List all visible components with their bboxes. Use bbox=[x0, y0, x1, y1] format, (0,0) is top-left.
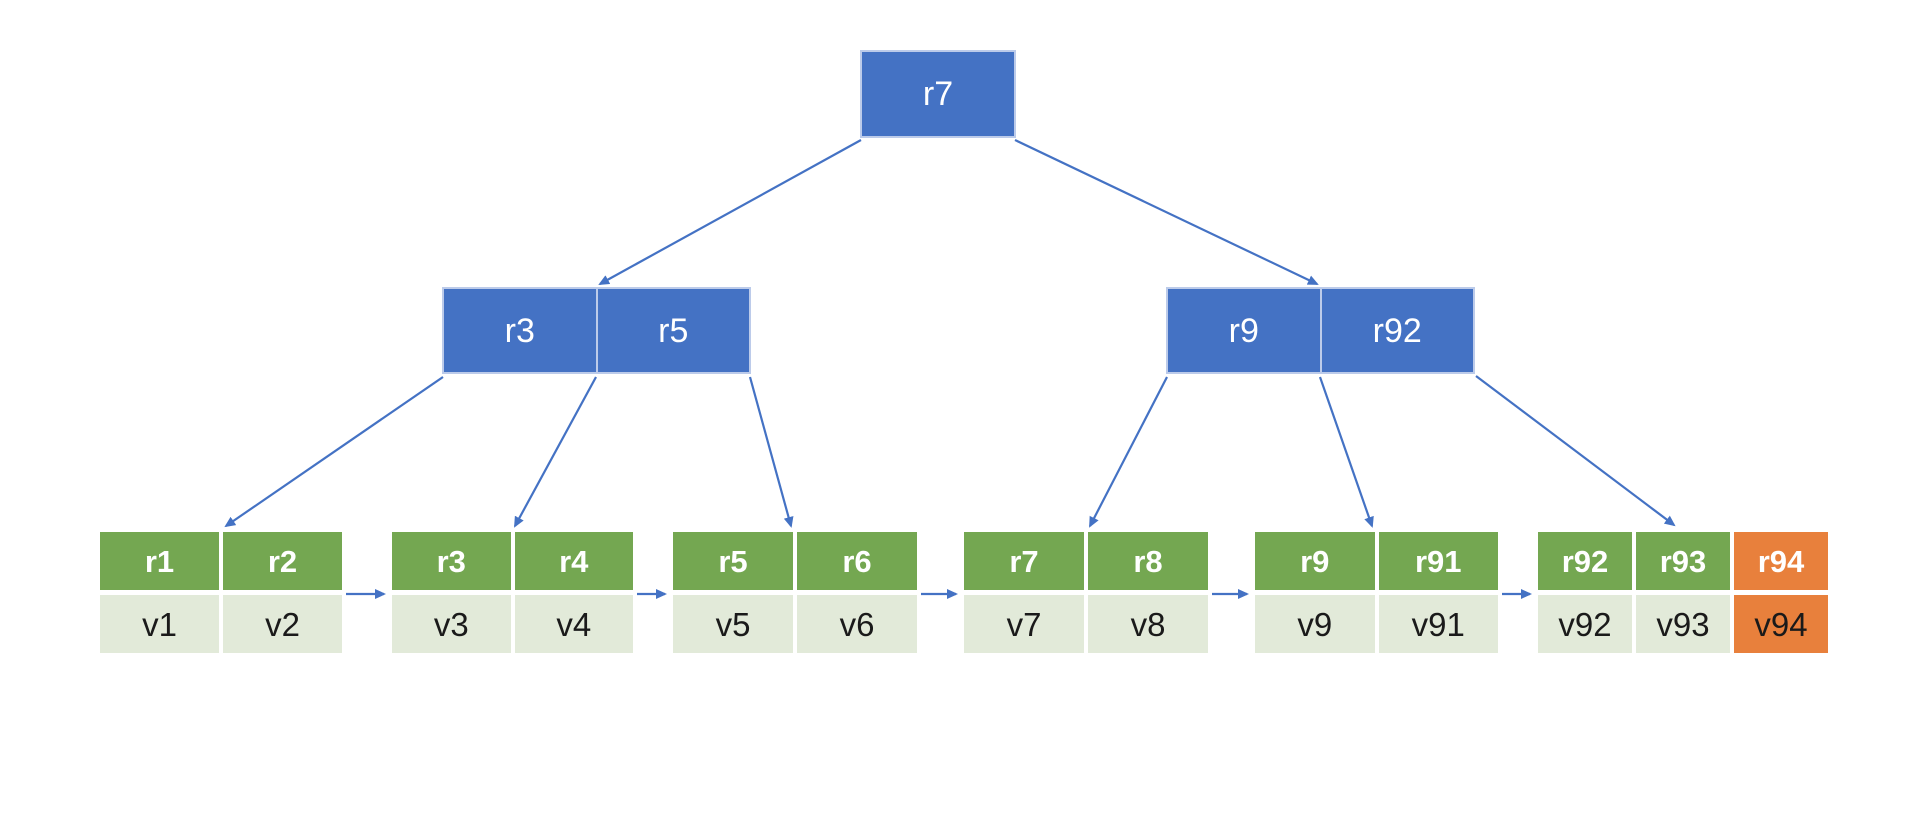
leaf-value-cell: v92 bbox=[1538, 595, 1632, 653]
leaf-node-2: r3 r4 v3 v4 bbox=[392, 532, 633, 653]
leaf-value-label: v91 bbox=[1411, 605, 1465, 643]
leaf-value-cell: v7 bbox=[964, 595, 1084, 653]
edge-internal-right-to-leaf-5 bbox=[1318, 376, 1374, 528]
leaf-key-cell-highlighted: r94 bbox=[1734, 532, 1828, 590]
leaf-key-cell: r1 bbox=[100, 532, 219, 590]
edge-internal-right-to-leaf-6 bbox=[1475, 375, 1676, 527]
leaf-value-label: v2 bbox=[265, 605, 300, 643]
edge-internal-left-to-leaf-3 bbox=[748, 376, 794, 528]
leaf-value-cell: v1 bbox=[100, 595, 219, 653]
leaf-key-label: r4 bbox=[559, 543, 589, 579]
leaf-value-label: v5 bbox=[715, 605, 751, 643]
leaf-node-6: r92 r93 r94 v92 v93 v94 bbox=[1538, 532, 1828, 653]
leaf-key-cell: r6 bbox=[797, 532, 917, 590]
leaf-value-cell: v4 bbox=[514, 595, 633, 653]
leaf-key-label: r93 bbox=[1659, 543, 1707, 579]
internal-key-label: r5 bbox=[658, 311, 689, 350]
leaf-node-3: r5 r6 v5 v6 bbox=[673, 532, 917, 653]
leaf-value-cell: v93 bbox=[1636, 595, 1730, 653]
edge-root-to-internal-right bbox=[1014, 139, 1319, 285]
leaf-value-label: v92 bbox=[1558, 605, 1612, 643]
leaf-key-cell: r92 bbox=[1538, 532, 1632, 590]
leaf-key-label: r3 bbox=[436, 543, 466, 579]
edge-internal-right-to-leaf-4 bbox=[1089, 376, 1168, 528]
root-node: r7 bbox=[860, 50, 1016, 138]
leaf-value-cell: v6 bbox=[797, 595, 917, 653]
internal-node-left: r3 r5 bbox=[442, 287, 751, 374]
internal-key-label: r9 bbox=[1228, 311, 1259, 350]
leaf-key-label: r9 bbox=[1300, 543, 1330, 579]
internal-key-cell: r5 bbox=[595, 289, 750, 372]
edge-internal-left-to-leaf-1 bbox=[224, 376, 444, 528]
leaf-value-cell: v5 bbox=[673, 595, 793, 653]
leaf-value-cell: v8 bbox=[1088, 595, 1208, 653]
leaf-key-cell: r9 bbox=[1255, 532, 1375, 590]
leaf-value-cell: v91 bbox=[1378, 595, 1498, 653]
leaf-node-4: r7 r8 v7 v8 bbox=[964, 532, 1208, 653]
leaf-value-label: v4 bbox=[556, 605, 592, 643]
leaf-key-cell: r8 bbox=[1088, 532, 1208, 590]
leaf-key-cell: r4 bbox=[514, 532, 633, 590]
leaf-value-label: v3 bbox=[433, 605, 469, 643]
leaf-key-label: r7 bbox=[1009, 543, 1039, 579]
leaf-key-label: r8 bbox=[1133, 543, 1163, 579]
leaf-key-label: r6 bbox=[842, 543, 872, 579]
edge-root-to-internal-left bbox=[598, 139, 862, 285]
leaf-value-label: v94 bbox=[1754, 605, 1808, 643]
internal-key-label: r92 bbox=[1372, 311, 1422, 350]
leaf-key-label: r5 bbox=[718, 543, 748, 579]
leaf-key-label: r94 bbox=[1757, 543, 1805, 579]
internal-key-label: r3 bbox=[504, 311, 535, 350]
root-key-label: r7 bbox=[922, 75, 954, 113]
leaf-key-cell: r2 bbox=[223, 532, 342, 590]
leaf-value-cell: v9 bbox=[1255, 595, 1375, 653]
leaf-value-label: v1 bbox=[142, 605, 177, 643]
internal-key-cell: r9 bbox=[1168, 289, 1320, 372]
leaf-value-label: v93 bbox=[1656, 605, 1710, 643]
leaf-value-label: v7 bbox=[1006, 605, 1042, 643]
internal-key-cell: r92 bbox=[1319, 289, 1474, 372]
internal-node-right: r9 r92 bbox=[1166, 287, 1475, 374]
leaf-node-5: r9 r91 v9 v91 bbox=[1255, 532, 1498, 653]
internal-key-cell: r3 bbox=[444, 289, 596, 372]
leaf-key-label: r92 bbox=[1561, 543, 1609, 579]
leaf-value-cell: v3 bbox=[392, 595, 511, 653]
leaf-node-1: r1 r2 v1 v2 bbox=[100, 532, 342, 653]
leaf-key-label: r91 bbox=[1414, 543, 1462, 579]
leaf-value-label: v6 bbox=[839, 605, 875, 643]
leaf-key-cell: r7 bbox=[964, 532, 1084, 590]
leaf-key-cell: r5 bbox=[673, 532, 793, 590]
leaf-key-cell: r93 bbox=[1636, 532, 1730, 590]
leaf-value-label: v9 bbox=[1297, 605, 1333, 643]
leaf-key-label: r1 bbox=[144, 543, 175, 579]
leaf-value-cell-highlighted: v94 bbox=[1734, 595, 1828, 653]
leaf-key-cell: r91 bbox=[1378, 532, 1498, 590]
leaf-value-cell: v2 bbox=[223, 595, 342, 653]
leaf-value-label: v8 bbox=[1130, 605, 1166, 643]
root-key-cell: r7 bbox=[862, 52, 1014, 136]
leaf-key-cell: r3 bbox=[392, 532, 511, 590]
leaf-key-label: r2 bbox=[267, 543, 298, 579]
edge-internal-left-to-leaf-2 bbox=[514, 376, 597, 528]
